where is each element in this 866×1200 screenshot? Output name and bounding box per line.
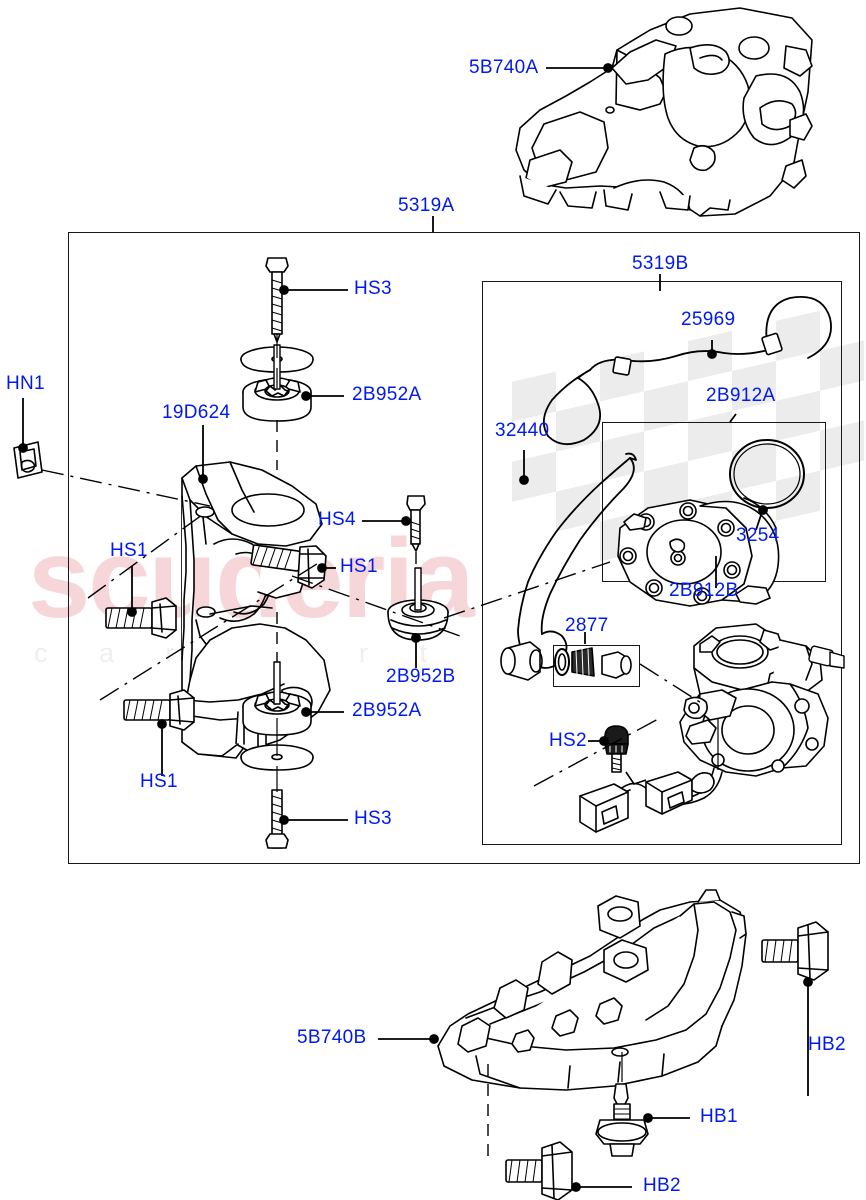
part-bolt-HB2-bottom [505,1141,573,1200]
part-upper-cover-5B740A [515,7,813,217]
label-HS3-top: HS3 [354,278,392,299]
label-25969: 25969 [681,309,736,330]
label-HS2: HS2 [549,730,587,751]
label-5319B: 5319B [632,253,689,274]
label-5319A: 5319A [398,195,455,216]
label-2B912A: 2B912A [706,385,776,406]
kit-box-2B912A [602,422,826,582]
label-5B740B: 5B740B [297,1027,367,1048]
label-2B952A-bottom: 2B952A [352,700,422,721]
label-HB2-right: HB2 [808,1034,846,1055]
label-32440: 32440 [495,420,550,441]
label-HS1-left-lower: HS1 [140,771,178,792]
label-2B912B: 2B912B [669,580,739,601]
label-19D624: 19D624 [162,402,231,423]
label-HB2-bottom: HB2 [643,1175,681,1196]
part-clip-HN1 [13,441,43,479]
part-grommet-HB1 [595,1083,649,1157]
label-HS1-left-upper: HS1 [110,540,148,561]
label-HS1-center: HS1 [340,556,378,577]
label-2B952B: 2B952B [386,666,456,687]
kit-box-2877 [553,645,640,687]
label-HN1: HN1 [6,373,45,394]
label-HS3-bottom: HS3 [354,808,392,829]
label-2877: 2877 [565,615,609,636]
label-2B952A-top: 2B952A [352,384,422,405]
label-HS4: HS4 [318,509,356,530]
label-3254: 3254 [736,525,780,546]
assembly-box-5319A [68,232,860,864]
label-5B740A: 5B740A [469,57,539,78]
part-bolt-HB2-right [761,921,829,981]
part-lower-bracket-5B740B [437,889,747,1091]
label-HB1: HB1 [700,1106,738,1127]
